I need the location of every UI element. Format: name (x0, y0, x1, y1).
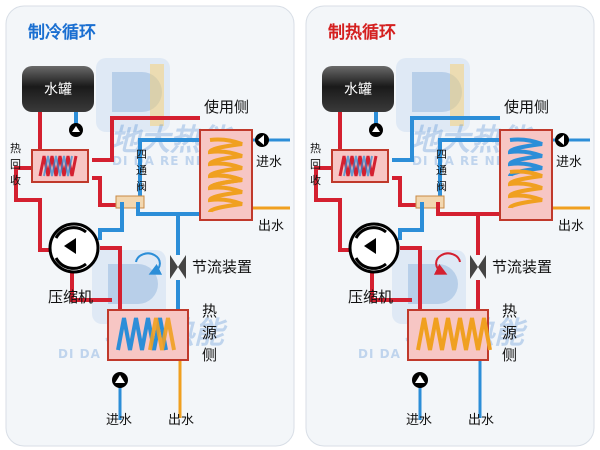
water-tank-icon: 水罐 (322, 66, 394, 112)
user-water-out-label: 出水 (258, 219, 284, 234)
heat-source-char-3: 侧 (202, 346, 217, 364)
tank-label: 水罐 (344, 82, 372, 98)
flow-arrow-icon (433, 252, 461, 275)
panel-title: 制热循环 (328, 22, 396, 43)
heat-recovery-exchanger (31, 149, 89, 183)
user-water-in-label: 进水 (556, 155, 582, 170)
expansion-valve-icon (170, 255, 186, 279)
user-water-in-label: 进水 (256, 155, 282, 170)
user-side-label: 使用侧 (504, 98, 549, 116)
expansion-valve-icon (470, 255, 486, 279)
pump-icon (255, 133, 269, 147)
heat-recovery-char-1: 热 (10, 142, 21, 155)
heating-panel: 地大热能 DI DA RE NENG 地大热能 DI DA RE NENG 制热… (305, 5, 595, 447)
user-water-out-label: 出水 (558, 219, 584, 234)
heat-recovery-char-3: 收 (310, 173, 321, 187)
heat-recovery-char-3: 收 (10, 173, 21, 187)
heat-recovery-char-2: 回 (10, 158, 21, 171)
four-way-valve-char-1: 四 (136, 148, 147, 161)
compressor-label: 压缩机 (48, 288, 93, 306)
four-way-valve-char-1: 四 (436, 148, 447, 161)
heat-recovery-exchanger (331, 149, 389, 183)
heat-recovery-char-1: 热 (310, 142, 321, 155)
cooling-panel: 地大热能 DI DA RE NENG 地大热能 DI DA RE NENG 制冷… (5, 5, 295, 447)
water-tank-icon: 水罐 (22, 66, 94, 112)
panel-title: 制冷循环 (28, 22, 96, 43)
user-side-exchanger (199, 129, 253, 221)
heat-source-char-2: 源 (502, 324, 517, 342)
tank-label: 水罐 (44, 82, 72, 98)
heat-recovery-char-2: 回 (310, 158, 321, 171)
heat-source-exchanger (407, 309, 492, 361)
compressor-icon (348, 222, 400, 274)
user-side-label: 使用侧 (204, 98, 249, 116)
coil-icon (416, 317, 492, 351)
compressor-label: 压缩机 (348, 288, 393, 306)
bottom-water-in-label: 进水 (406, 413, 432, 428)
bottom-water-out-label: 出水 (168, 413, 194, 428)
four-way-valve-char-3: 阀 (436, 179, 447, 193)
heat-source-char-3: 侧 (502, 346, 517, 364)
heat-source-char-1: 热 (202, 302, 217, 320)
pump-icon (412, 372, 428, 388)
heat-source-char-2: 源 (202, 324, 217, 342)
compressor-icon (48, 222, 100, 274)
four-way-valve-char-3: 阀 (136, 179, 147, 193)
pump-icon (555, 133, 569, 147)
heat-source-char-1: 热 (502, 302, 517, 320)
four-way-valve-char-2: 通 (436, 164, 447, 177)
bottom-water-out-label: 出水 (468, 413, 494, 428)
coil-icon (507, 137, 543, 177)
user-side-exchanger (499, 129, 553, 221)
heat-source-exchanger (107, 309, 189, 361)
flow-arrow-icon (135, 252, 163, 275)
pump-icon (369, 123, 383, 137)
throttle-label: 节流装置 (492, 258, 552, 276)
bottom-water-in-label: 进水 (106, 413, 132, 428)
pump-icon (69, 123, 83, 137)
throttle-label: 节流装置 (192, 258, 252, 276)
four-way-valve-char-2: 通 (136, 164, 147, 177)
pump-icon (112, 372, 128, 388)
